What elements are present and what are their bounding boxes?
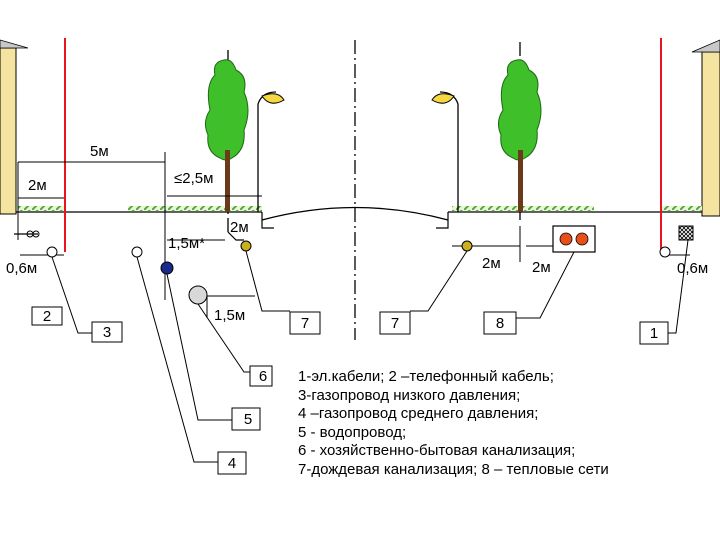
dim-2m-left: 2м (28, 177, 47, 194)
svg-text:8: 8 (496, 315, 504, 332)
callout-1: 1 (639, 321, 669, 345)
callout-4: 4 (217, 451, 247, 475)
legend-line-1: 1-эл.кабели; 2 –телефонный кабель; (298, 368, 554, 385)
dim-0-6m-right: 0,6м (677, 260, 708, 277)
svg-text:4: 4 (228, 455, 236, 472)
storm-drain-left (240, 240, 252, 252)
dimension-lines (17, 152, 690, 318)
legend-line-3: 4 –газопровод среднего давления; (298, 405, 539, 422)
low-pressure-gas-pipe (131, 246, 143, 258)
callout-2: 2 (31, 306, 63, 326)
callout-6: 6 (249, 365, 273, 387)
svg-text:7: 7 (391, 315, 399, 332)
dim-1-5m: 1,5м (214, 307, 245, 324)
legend-line-6: 7-дождевая канализация; 8 – тепловые сет… (298, 460, 609, 478)
water-supply-pipe (188, 285, 208, 305)
svg-text:3: 3 (103, 324, 111, 341)
dim-5m: 5м (90, 143, 109, 160)
legend-line-5: 6 - хозяйственно-бытовая канализация; (298, 442, 576, 459)
dim-1-5m-star: 1,5м* (168, 235, 205, 252)
dim-2m-center: 2м (230, 219, 249, 236)
medium-pressure-gas-pipe (160, 261, 174, 275)
legend: 1-эл.кабели; 2 –телефонный кабель; 3-газ… (298, 368, 713, 479)
storm-drain-right (461, 240, 473, 252)
electric-cable-left (14, 230, 40, 238)
svg-text:2: 2 (43, 308, 51, 325)
callout-3: 3 (91, 321, 123, 343)
dim-2-5m: ≤2,5м (174, 170, 213, 187)
callout-7-right: 7 (379, 311, 411, 335)
ground-line (16, 206, 702, 221)
building-left (0, 39, 29, 215)
electric-cable-right (678, 225, 694, 241)
svg-text:5: 5 (244, 411, 252, 428)
dim-2m-right-b: 2м (532, 259, 551, 276)
telephone-cable-pipe (46, 246, 58, 258)
street-lamp-left (257, 91, 285, 212)
callout-5: 5 (231, 407, 261, 431)
svg-text:1: 1 (650, 325, 658, 342)
dim-2m-right-a: 2м (482, 255, 501, 272)
right-cable-marker (659, 246, 671, 258)
legend-line-2: 3-газопровод низкого давления; (298, 386, 521, 404)
building-right (691, 39, 720, 217)
curbs (227, 212, 449, 241)
tree-right (497, 59, 542, 212)
callout-7-left: 7 (289, 311, 321, 335)
tree-left (204, 59, 249, 212)
svg-text:7: 7 (301, 315, 309, 332)
dim-0-6m-left: 0,6м (6, 260, 37, 277)
legend-line-4: 5 - водопровод; (298, 423, 407, 441)
street-lamp-right (431, 91, 459, 212)
heating-network-channel (552, 225, 596, 253)
axis-lines (227, 40, 521, 340)
callout-8: 8 (483, 311, 517, 335)
svg-text:6: 6 (259, 368, 267, 385)
grass-strips (18, 206, 702, 211)
